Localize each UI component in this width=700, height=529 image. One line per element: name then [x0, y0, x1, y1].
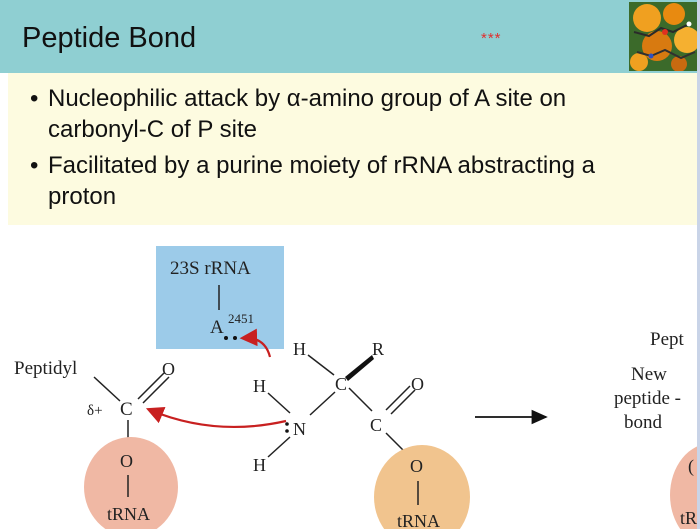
- slide-border: [697, 0, 700, 529]
- peptide-bond-diagram: 23S rRNA A 2451 Peptidyl O δ+ C O tRNA H…: [14, 246, 700, 529]
- trna-far-right-shape: [670, 445, 700, 529]
- bond-label: bond: [624, 412, 663, 433]
- lone-pair-dot: [233, 336, 237, 340]
- bond-line: [142, 376, 170, 404]
- nucleophilic-attack-arrow: [145, 406, 287, 428]
- peptidyl-label: Peptidyl: [14, 358, 77, 379]
- molecular-structure-image: [629, 2, 700, 71]
- ester-oxygen-right: O: [410, 456, 423, 476]
- adenine-superscript: 2451: [228, 311, 254, 326]
- bond-line: [267, 436, 291, 458]
- hydrogen-mid: H: [253, 376, 266, 396]
- trna-left-shape: [84, 437, 178, 529]
- bond-line: [307, 354, 335, 376]
- bond-line: [267, 392, 291, 414]
- bond-line: [93, 376, 121, 402]
- adenine-label: A: [210, 317, 224, 338]
- bond-line: [385, 385, 411, 411]
- alpha-carbon: C: [335, 374, 347, 394]
- carbonyl-oxygen-right: O: [411, 374, 424, 394]
- ester-carbon: C: [370, 415, 382, 435]
- bullet-dot: •: [30, 85, 39, 112]
- importance-stars: ***: [481, 30, 502, 47]
- bond-line: [348, 387, 373, 412]
- bond-line: [137, 372, 165, 400]
- bullet-text: Facilitated by a purine moiety of rRNA a…: [48, 152, 595, 210]
- bond-line: [390, 389, 416, 415]
- trna-right-label: tRNA: [397, 511, 440, 529]
- slide-title: Peptide Bond: [22, 22, 197, 54]
- amino-nitrogen: N: [293, 419, 306, 439]
- rrna-label: 23S rRNA: [170, 258, 251, 279]
- trna-left-label: tRNA: [107, 504, 150, 524]
- peptidyl-label-clipped: Pept: [650, 329, 685, 350]
- bullet-list: • Nucleophilic attack by α-amino group o…: [8, 73, 700, 225]
- peptide-label: peptide -: [614, 388, 681, 409]
- ester-oxygen: O: [120, 451, 133, 471]
- trna-right-shape: [374, 445, 470, 529]
- bullet-text: Nucleophilic attack by α-amino group of …: [48, 85, 567, 143]
- new-label: New: [631, 364, 667, 385]
- oxygen-far-right: (: [688, 456, 694, 477]
- r-group-label: R: [372, 339, 384, 359]
- lone-pair-dot: [285, 422, 289, 426]
- trna-far-right-label: tR: [680, 508, 697, 528]
- lone-pair-dot: [224, 336, 228, 340]
- hydrogen-top: H: [293, 339, 306, 359]
- wedge-bond: [345, 355, 374, 381]
- delta-plus-label: δ+: [87, 403, 103, 419]
- proton-transfer-arrow: [239, 328, 272, 358]
- bond-line: [309, 391, 336, 416]
- hydrogen-bottom: H: [253, 455, 266, 475]
- slide-header: Peptide Bond ***: [0, 0, 700, 73]
- carbonyl-oxygen: O: [162, 359, 175, 379]
- lone-pair-dot: [285, 429, 289, 433]
- bullet-dot: •: [30, 152, 39, 179]
- carbonyl-carbon: C: [120, 399, 133, 420]
- rrna-box: [156, 246, 284, 349]
